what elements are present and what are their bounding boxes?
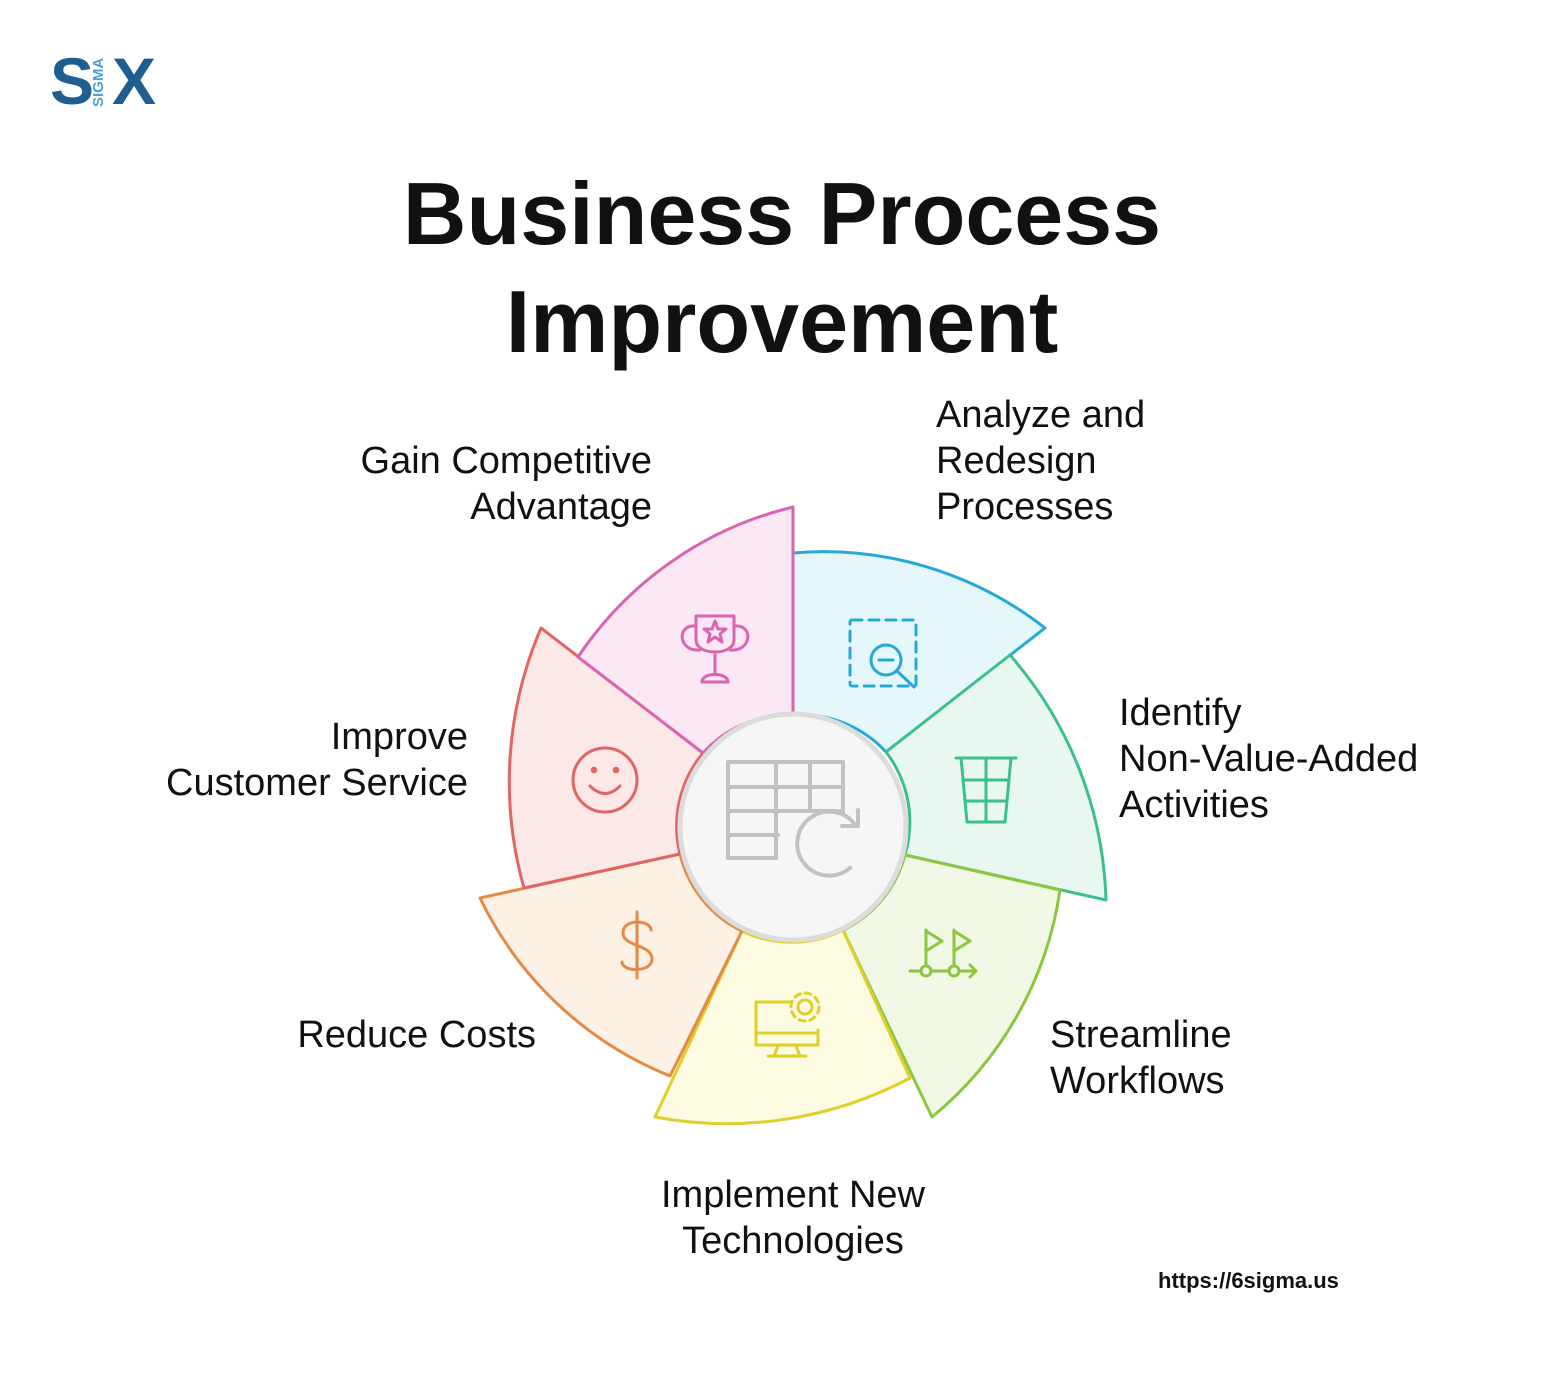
label-customer-line-1: Improve <box>330 716 468 758</box>
logo-x: X <box>112 44 157 118</box>
smiley-icon <box>571 746 639 814</box>
label-analyze-line-1: Analyze and <box>936 394 1146 436</box>
segment-customer <box>507 626 705 890</box>
label-customer-line-2: Customer Service <box>166 762 468 804</box>
page-title: Business Process Improvement <box>0 160 1564 376</box>
label-identify-line-1: Identify <box>1119 692 1242 734</box>
sixsigma-logo: S SIGMA X <box>50 48 170 116</box>
label-gain-line-2: Advantage <box>470 486 652 528</box>
logo-s: S <box>50 44 95 118</box>
label-streamline: Streamline Workflows <box>1050 1012 1232 1104</box>
label-reduce-line-1: Reduce Costs <box>297 1014 536 1056</box>
title-line-1: Business Process <box>402 164 1162 263</box>
label-gain: Gain Competitive Advantage <box>292 438 652 530</box>
segment-reduce <box>478 852 744 1078</box>
segment-identify <box>884 653 1108 902</box>
label-identify-line-3: Activities <box>1119 784 1269 826</box>
label-gain-line-1: Gain Competitive <box>360 440 652 482</box>
label-analyze: Analyze and Redesign Processes <box>936 392 1145 530</box>
label-implement: Implement New Technologies <box>593 1172 993 1264</box>
trophy-icon <box>680 614 750 684</box>
label-identify: Identify Non-Value-Added Activities <box>1119 690 1418 828</box>
label-reduce: Reduce Costs <box>236 1012 536 1058</box>
center-hub <box>677 711 909 943</box>
flags-route-icon <box>908 928 978 979</box>
label-identify-line-2: Non-Value-Added <box>1119 738 1419 780</box>
label-customer: Improve Customer Service <box>108 714 468 806</box>
label-streamline-line-2: Workflows <box>1050 1060 1225 1102</box>
label-streamline-line-1: Streamline <box>1050 1014 1232 1056</box>
label-implement-line-2: Technologies <box>682 1220 904 1262</box>
dollar-icon <box>620 910 654 980</box>
source-url[interactable]: https://6sigma.us <box>1158 1268 1339 1293</box>
label-implement-line-1: Implement New <box>661 1174 925 1216</box>
trash-bin-icon <box>954 756 1018 824</box>
label-analyze-line-2: Redesign <box>936 440 1097 482</box>
table-refresh-icon <box>726 760 860 878</box>
computer-gear-icon <box>754 991 821 1058</box>
label-analyze-line-3: Processes <box>936 486 1114 528</box>
title-line-2: Improvement <box>505 272 1059 371</box>
search-zoom-icon <box>848 618 918 689</box>
